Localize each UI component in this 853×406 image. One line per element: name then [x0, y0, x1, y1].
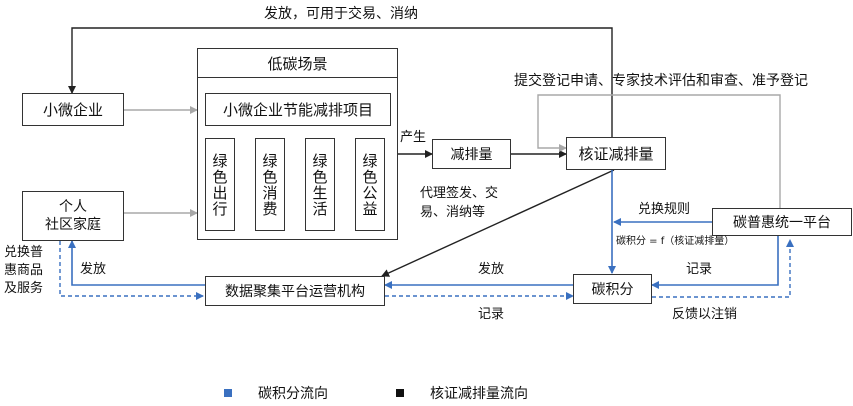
- label-produce: 产生: [400, 130, 427, 145]
- arrow-verified-to-aggregator: [381, 169, 615, 277]
- legend-reduction-flow: 核证减排量流向: [396, 383, 528, 403]
- label-exchange-goods-1: 兑换普: [4, 245, 44, 260]
- arrow-individual-to-aggregator: [59, 241, 204, 300]
- label-exchange-goods-2: 惠商品: [4, 263, 44, 278]
- label-formula: 碳积分 = f（核证减排量）: [616, 236, 735, 247]
- label-feedback: 反馈以注销: [672, 307, 738, 322]
- label-issue-top: 发放，可用于交易、消纳: [264, 6, 418, 22]
- arrow-platform-to-credit: [651, 236, 779, 289]
- label-record-bottom: 记录: [478, 307, 505, 322]
- node-carbon-platform: 碳普惠统一平台: [712, 208, 852, 236]
- label-record-right: 记录: [686, 262, 713, 277]
- arrow-issue-to-enterprise: [68, 27, 613, 137]
- node-individual: 个人 社区家庭: [22, 191, 124, 241]
- arrow-credit-feedback: [652, 239, 794, 298]
- node-green-life: 绿色生活: [305, 138, 335, 231]
- label-submit: 提交登记申请、专家技术评估和审查、准予登记: [514, 73, 808, 89]
- node-green-travel: 绿色出行: [205, 138, 235, 231]
- legend-blue-swatch: [224, 389, 232, 397]
- label-exchange-rule: 兑换规则: [638, 202, 691, 217]
- node-reduction: 减排量: [432, 139, 511, 169]
- label-agent-line1: 代理签发、交: [420, 186, 499, 201]
- node-enterprise-project: 小微企业节能减排项目: [205, 93, 391, 126]
- node-green-consumption: 绿色消费: [255, 138, 285, 231]
- node-green-welfare: 绿色公益: [355, 138, 385, 231]
- node-data-aggregator: 数据聚集平台运营机构: [205, 276, 385, 306]
- scene-title: 低碳场景: [197, 48, 398, 78]
- legend-credit-flow: 碳积分流向: [224, 383, 328, 403]
- label-exchange-goods-3: 及服务: [4, 281, 44, 296]
- arrow-platform-to-verified: [537, 94, 781, 208]
- arrow-aggregator-to-individual: [68, 240, 205, 286]
- legend-black-swatch: [396, 389, 404, 397]
- node-verified-reduction: 核证减排量: [566, 137, 666, 170]
- node-carbon-credit: 碳积分: [573, 274, 652, 304]
- label-issue-left: 发放: [80, 262, 107, 277]
- node-small-enterprise: 小微企业: [22, 93, 124, 126]
- label-issue-mid: 发放: [478, 262, 505, 277]
- label-agent-line2: 易、消纳等: [420, 205, 486, 220]
